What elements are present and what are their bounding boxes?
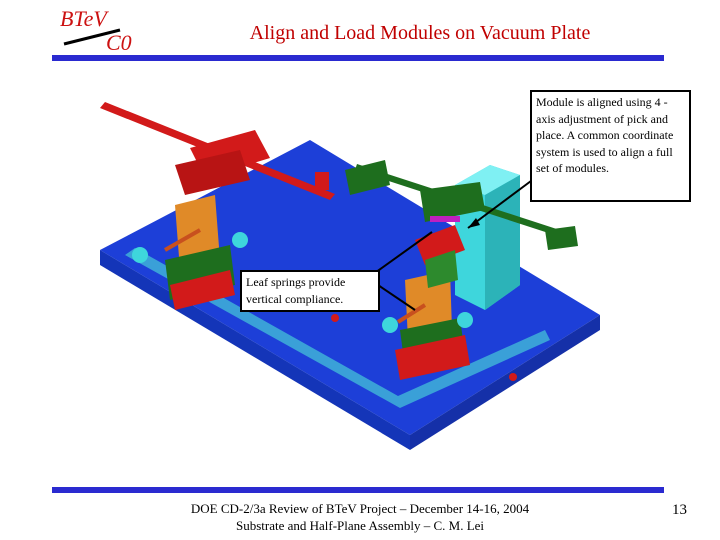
page-number: 13 xyxy=(672,502,687,518)
green-carriage-left xyxy=(345,160,390,195)
footer-rule xyxy=(52,487,664,493)
cyan-knob xyxy=(232,232,248,248)
adjust-rod xyxy=(164,228,201,252)
red-arm-block xyxy=(315,172,329,190)
red-carriage-lower xyxy=(175,150,250,195)
rail-marker xyxy=(331,314,339,322)
red-stage-right xyxy=(395,335,470,380)
title-rule xyxy=(52,55,664,61)
cyan-knob xyxy=(132,247,148,263)
logo-text-bottom: C0 xyxy=(106,30,132,54)
pick-head-green xyxy=(425,250,458,288)
red-stage-left xyxy=(170,270,235,310)
btev-c0-logo: BTeV C0 xyxy=(60,6,132,54)
callout-module-alignment: Module is aligned using 4 -axis adjustme… xyxy=(530,90,691,202)
logo-slash xyxy=(63,28,121,46)
green-carriage-right xyxy=(545,226,578,250)
logo-text-top: BTeV xyxy=(60,6,109,31)
footer-line-1: DOE CD-2/3a Review of BTeV Project – Dec… xyxy=(190,501,530,516)
base-plate-edge xyxy=(410,315,600,450)
footer: DOE CD-2/3a Review of BTeV Project – Dec… xyxy=(160,500,560,534)
callout-leaf-springs: Leaf springs provide vertical compliance… xyxy=(240,270,380,312)
adjust-rod xyxy=(396,303,427,324)
module-magenta xyxy=(430,216,460,222)
footer-line-2: Substrate and Half-Plane Assembly – C. M… xyxy=(235,518,485,533)
cyan-knob xyxy=(382,317,398,333)
slide-title: Align and Load Modules on Vacuum Plate xyxy=(249,22,591,44)
cyan-knob xyxy=(457,312,473,328)
rail-marker xyxy=(509,373,517,381)
